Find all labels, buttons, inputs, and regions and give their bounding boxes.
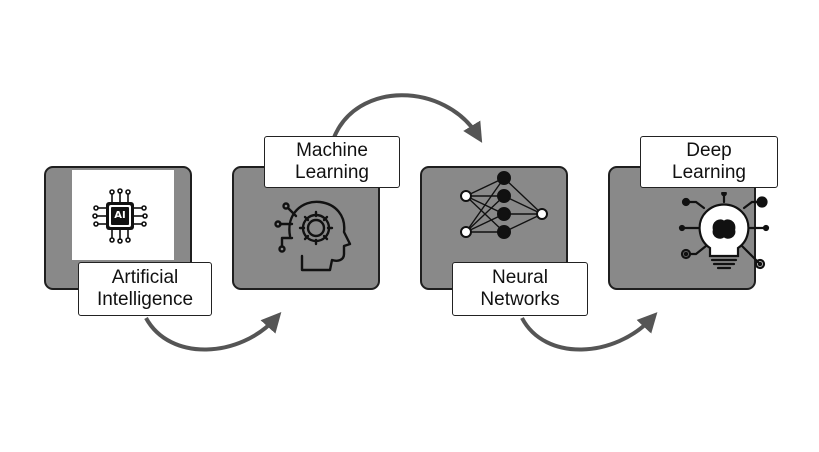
neural-network-icon <box>454 170 554 255</box>
arrow-nn-to-dl <box>520 312 658 352</box>
lightbulb-brain-icon <box>676 190 772 283</box>
step-label-artificial-intelligence: Artificial Intelligence <box>78 262 212 316</box>
label-line-2: Intelligence <box>96 289 194 310</box>
step-label-deep-learning: Deep Learning <box>640 136 778 188</box>
label-line-2: Learning <box>672 162 746 183</box>
label-line-1: Deep <box>686 140 732 161</box>
label-line-1: Artificial <box>111 267 179 288</box>
label-line-1: Machine <box>296 140 368 161</box>
step-label-neural-networks: Neural Networks <box>452 262 588 316</box>
ai-chip-icon: AI <box>92 188 148 249</box>
label-line-1: Neural <box>492 267 548 288</box>
head-gear-icon <box>272 194 352 279</box>
label-line-2: Learning <box>295 162 369 183</box>
label-line-2: Networks <box>480 289 560 310</box>
chip-label: AI <box>114 210 126 221</box>
arrow-ml-to-nn <box>331 93 483 143</box>
step-label-machine-learning: Machine Learning <box>264 136 400 188</box>
arrow-ai-to-ml <box>144 312 282 352</box>
